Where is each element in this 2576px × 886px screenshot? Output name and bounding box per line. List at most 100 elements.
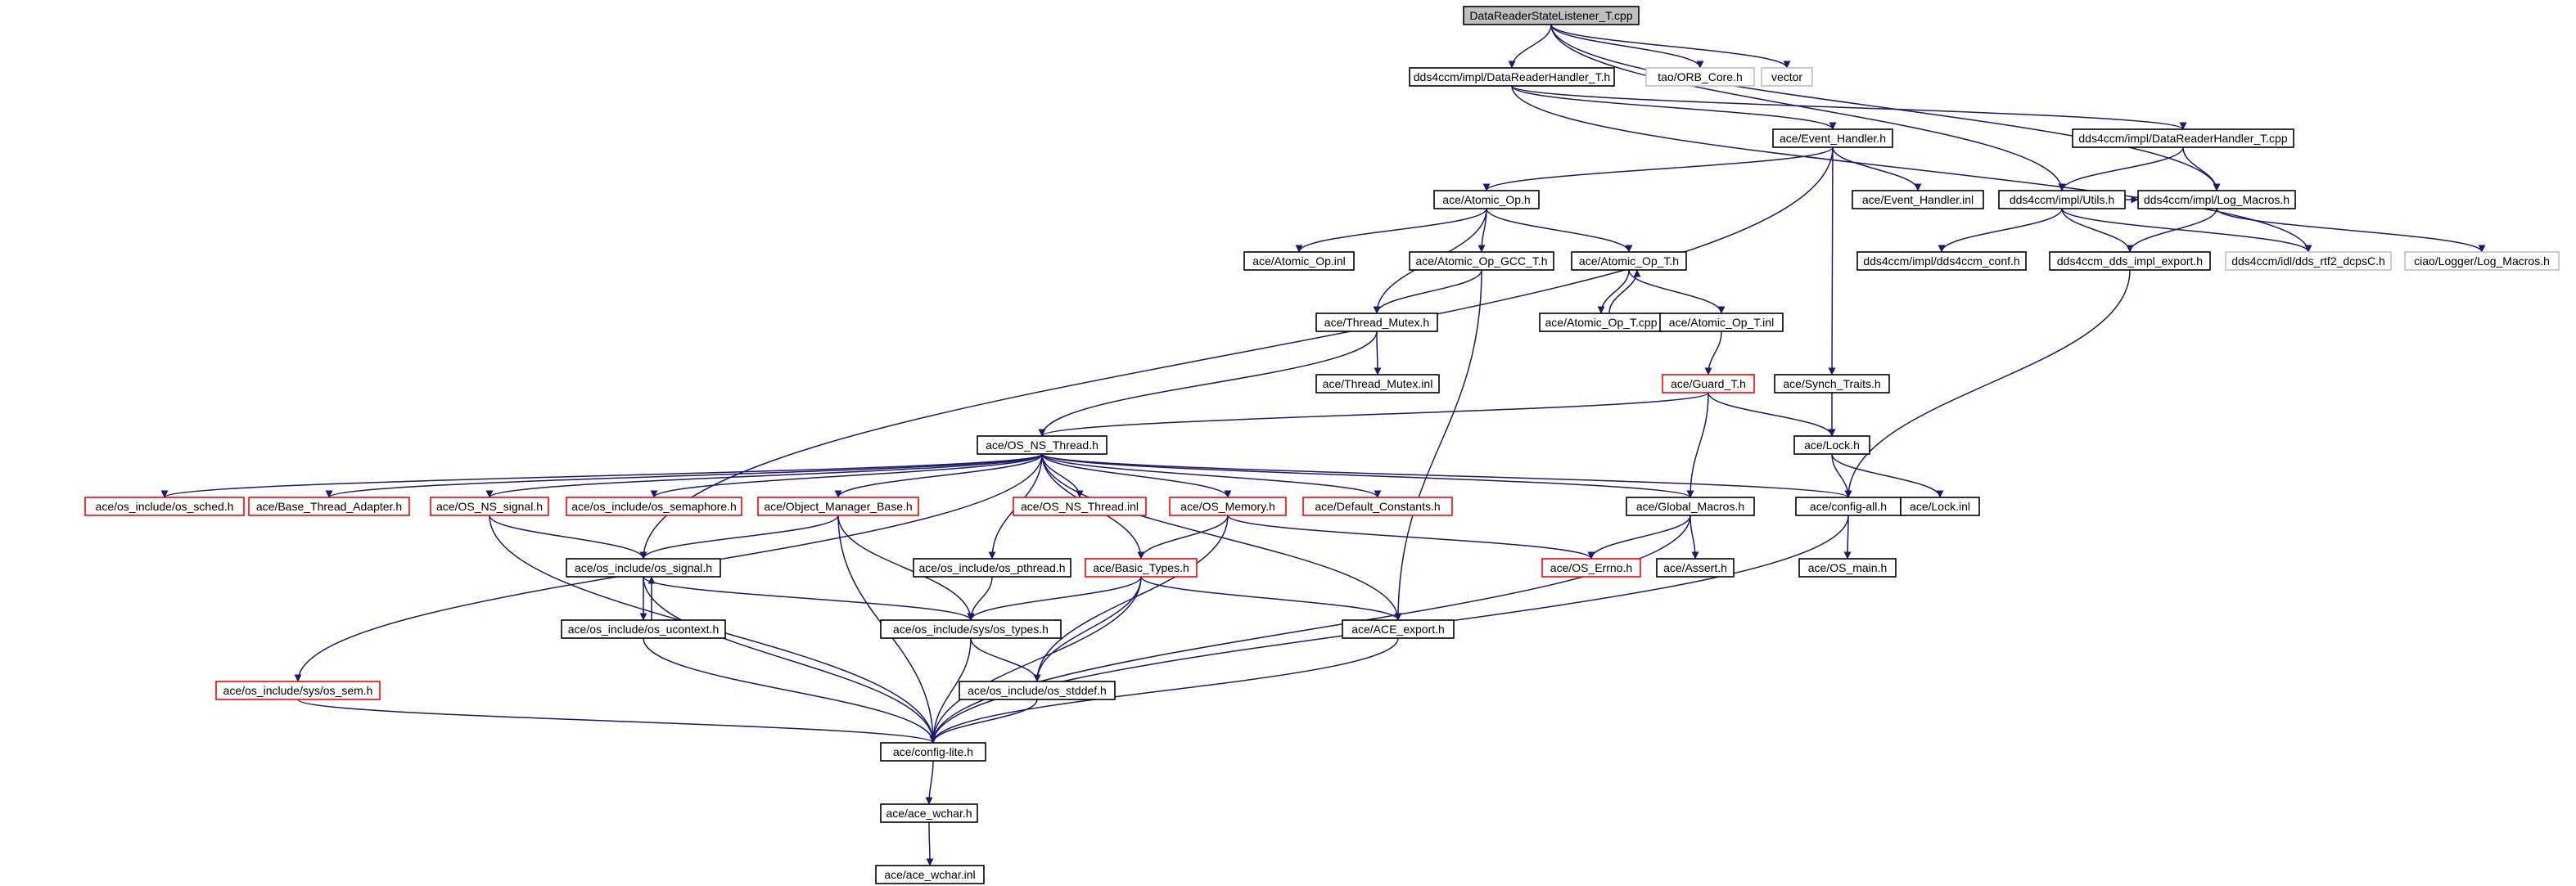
graph-node-ace-config-lite-h[interactable]: ace/config-lite.h xyxy=(880,742,986,762)
graph-node-ace-os-include-os-pthread-h[interactable]: ace/os_include/os_pthread.h xyxy=(913,558,1071,578)
graph-node-ace-os-include-os-sched-h[interactable]: ace/os_include/os_sched.h xyxy=(84,497,245,516)
node-label: ace/Base_Thread_Adapter.h xyxy=(256,500,402,513)
node-box xyxy=(1656,558,1735,578)
node-label: dds4ccm/impl/dds4ccm_conf.h xyxy=(1863,254,2019,268)
graph-node-ace-os-main-h[interactable]: ace/OS_main.h xyxy=(1798,558,1897,578)
graph-node-ace-atomic-op-gcc-t-h[interactable]: ace/Atomic_Op_GCC_T.h xyxy=(1409,251,1554,271)
edge-ace-os-ns-thread-h-to-ace-config-all-h xyxy=(1041,453,1852,498)
node-label: ace/os_include/os_semaphore.h xyxy=(571,500,737,513)
edge-ace-global-macros-h-to-ace-os-errno-h xyxy=(1587,515,1691,560)
node-label: dds4ccm/idl/dds_rtf2_dcpsC.h xyxy=(2231,254,2385,268)
graph-node-datareaderstatelistener-t-cpp[interactable]: DataReaderStateListener_T.cpp xyxy=(1463,6,1640,25)
graph-node-ace-atomic-op-inl[interactable]: ace/Atomic_Op.inl xyxy=(1243,251,1355,271)
edge-ace-thread-mutex-h-to-ace-thread-mutex-inl xyxy=(1374,331,1382,376)
node-label: ace/OS_NS_Thread.inl xyxy=(1021,500,1139,513)
graph-node-ace-os-include-os-stddef-h[interactable]: ace/os_include/os_stddef.h xyxy=(959,681,1116,700)
node-label: ace/Atomic_Op_GCC_T.h xyxy=(1415,254,1547,268)
graph-node-ace-basic-types-h[interactable]: ace/Basic_Types.h xyxy=(1085,558,1198,578)
node-box xyxy=(248,497,410,516)
graph-node-dds4ccm-impl-datareaderhandler-t-cpp[interactable]: dds4ccm/impl/DataReaderHandler_T.cpp xyxy=(2072,128,2294,148)
graph-node-dds4ccm-impl-datareaderhandler-t-h[interactable]: dds4ccm/impl/DataReaderHandler_T.h xyxy=(1409,67,1615,87)
graph-node-ace-os-include-sys-os-sem-h[interactable]: ace/os_include/sys/os_sem.h xyxy=(215,681,381,700)
graph-node-dds4ccm-idl-dds-rtf2-dcpsc-h[interactable]: dds4ccm/idl/dds_rtf2_dcpsC.h xyxy=(2225,251,2392,271)
node-box xyxy=(2137,190,2296,209)
edge-ace-guard-t-h-to-ace-global-macros-h xyxy=(1686,392,1709,498)
graph-node-ciao-logger-log-macros-h[interactable]: ciao/Logger/Log_Macros.h xyxy=(2404,251,2560,271)
edge-ace-guard-t-h-to-ace-os-ns-thread-h xyxy=(1038,392,1709,437)
node-box xyxy=(84,497,245,516)
node-box xyxy=(880,742,986,762)
graph-node-ace-atomic-op-h[interactable]: ace/Atomic_Op.h xyxy=(1433,190,1540,209)
graph-node-ace-os-include-sys-os-types-h[interactable]: ace/os_include/sys/os_types.h xyxy=(880,619,1062,639)
edge-ace-ace-export-h-to-ace-config-lite-h xyxy=(929,637,1399,744)
edge-ace-os-ns-signal-h-to-ace-os-include-os-signal-h xyxy=(489,515,647,560)
graph-node-dds4ccm-impl-dds4ccm-conf-h[interactable]: dds4ccm/impl/dds4ccm_conf.h xyxy=(1856,251,2027,271)
node-label: dds4ccm/impl/DataReaderHandler_T.cpp xyxy=(2078,132,2287,145)
edge-ace-os-ns-thread-h-to-ace-os-ns-signal-h xyxy=(485,453,1043,498)
node-box xyxy=(1662,374,1755,394)
graph-node-ace-lock-h[interactable]: ace/Lock.h xyxy=(1793,435,1870,455)
edge-ace-atomic-op-h-to-ace-atomic-op-t-h xyxy=(1486,208,1633,253)
node-box xyxy=(1571,251,1687,271)
graph-node-ace-os-ns-thread-h[interactable]: ace/OS_NS_Thread.h xyxy=(977,435,1108,455)
graph-node-ace-synch-traits-h[interactable]: ace/Synch_Traits.h xyxy=(1774,374,1890,394)
graph-node-ace-event-handler-inl[interactable]: ace/Event_Handler.inl xyxy=(1852,190,1984,209)
graph-node-vector[interactable]: vector xyxy=(1761,67,1813,87)
graph-node-ace-event-handler-h[interactable]: ace/Event_Handler.h xyxy=(1772,128,1893,148)
node-box xyxy=(1169,497,1287,516)
graph-node-ace-os-include-os-signal-h[interactable]: ace/os_include/os_signal.h xyxy=(566,558,721,578)
node-box xyxy=(880,619,1062,639)
edge-ace-os-include-os-pthread-h-to-ace-os-include-sys-os-types-h xyxy=(967,576,993,621)
graph-node-dds4ccm-dds-impl-export-h[interactable]: dds4ccm_dds_impl_export.h xyxy=(2049,251,2211,271)
graph-node-ace-object-manager-base-h[interactable]: ace/Object_Manager_Base.h xyxy=(757,497,919,516)
node-label: ace/Atomic_Op.h xyxy=(1442,193,1530,206)
graph-node-ace-atomic-op-t-inl[interactable]: ace/Atomic_Op_T.inl xyxy=(1659,313,1784,332)
graph-node-ace-os-memory-h[interactable]: ace/OS_Memory.h xyxy=(1169,497,1287,516)
edge-dds4ccm-impl-log-macros-h-to-dds4ccm-dds-impl-export-h xyxy=(2126,208,2217,253)
graph-node-ace-os-ns-thread-inl[interactable]: ace/OS_NS_Thread.inl xyxy=(1013,497,1147,516)
graph-node-ace-ace-wchar-h[interactable]: ace/ace_wchar.h xyxy=(880,803,978,823)
edge-ace-basic-types-h-to-ace-ace-export-h xyxy=(1140,576,1402,621)
node-layer: DataReaderStateListener_T.cpp dds4ccm/imp… xyxy=(84,6,2560,884)
node-label: ace/Thread_Mutex.h xyxy=(1324,316,1429,329)
graph-node-tao-orb-core-h[interactable]: tao/ORB_Core.h xyxy=(1645,67,1755,87)
graph-node-ace-os-include-os-semaphore-h[interactable]: ace/os_include/os_semaphore.h xyxy=(566,497,742,516)
node-box xyxy=(2404,251,2560,271)
node-box xyxy=(959,681,1116,700)
node-box xyxy=(1798,558,1897,578)
node-label: ace/ace_wchar.h xyxy=(886,807,972,820)
node-label: ace/Atomic_Op_T.inl xyxy=(1669,316,1774,329)
edge-ace-os-ns-thread-h-to-ace-default-constants-h xyxy=(1041,453,1382,498)
graph-node-ace-lock-inl[interactable]: ace/Lock.inl xyxy=(1900,497,1980,516)
graph-node-ace-assert-h[interactable]: ace/Assert.h xyxy=(1656,558,1735,578)
graph-node-ace-os-ns-signal-h[interactable]: ace/OS_NS_signal.h xyxy=(430,497,549,516)
edge-ace-lock-h-to-ace-lock-inl xyxy=(1831,453,1944,498)
graph-node-ace-thread-mutex-inl[interactable]: ace/Thread_Mutex.inl xyxy=(1315,374,1440,394)
graph-node-ace-base-thread-adapter-h[interactable]: ace/Base_Thread_Adapter.h xyxy=(248,497,410,516)
graph-node-ace-thread-mutex-h[interactable]: ace/Thread_Mutex.h xyxy=(1315,313,1438,332)
graph-node-ace-os-include-os-ucontext-h[interactable]: ace/os_include/os_ucontext.h xyxy=(561,619,726,639)
edge-dds4ccm-impl-utils-h-to-dds4ccm-impl-dds4ccm-conf-h xyxy=(1938,208,2063,253)
node-box xyxy=(1772,128,1893,148)
node-label: ace/Basic_Types.h xyxy=(1093,561,1189,574)
node-label: dds4ccm/impl/Log_Macros.h xyxy=(2144,193,2290,206)
graph-node-ace-guard-t-h[interactable]: ace/Guard_T.h xyxy=(1662,374,1755,394)
graph-node-dds4ccm-impl-utils-h[interactable]: dds4ccm/impl/Utils.h xyxy=(1998,190,2126,209)
graph-node-ace-default-constants-h[interactable]: ace/Default_Constants.h xyxy=(1302,497,1453,516)
graph-node-dds4ccm-impl-log-macros-h[interactable]: dds4ccm/impl/Log_Macros.h xyxy=(2137,190,2296,209)
edge-ace-basic-types-h-to-ace-os-include-os-stddef-h xyxy=(1033,576,1142,682)
graph-node-ace-config-all-h[interactable]: ace/config-all.h xyxy=(1795,497,1902,516)
node-box xyxy=(215,681,381,700)
graph-node-ace-ace-export-h[interactable]: ace/ACE_export.h xyxy=(1342,619,1455,639)
graph-node-ace-atomic-op-t-h[interactable]: ace/Atomic_Op_T.h xyxy=(1571,251,1687,271)
graph-node-ace-global-macros-h[interactable]: ace/Global_Macros.h xyxy=(1626,497,1755,516)
node-box xyxy=(1085,558,1198,578)
graph-node-ace-os-errno-h[interactable]: ace/OS_Errno.h xyxy=(1541,558,1641,578)
node-box xyxy=(566,558,721,578)
graph-node-ace-ace-wchar-inl[interactable]: ace/ace_wchar.inl xyxy=(875,865,985,884)
node-box xyxy=(1463,6,1640,25)
edge-dds4ccm-impl-log-macros-h-to-ciao-logger-log-macros-h xyxy=(2216,208,2486,253)
edge-datareaderstatelistener-t-cpp-to-dds4ccm-impl-utils-h xyxy=(1550,24,2066,191)
node-label: ace/Guard_T.h xyxy=(1671,377,1746,390)
graph-node-ace-atomic-op-t-cpp[interactable]: ace/Atomic_Op_T.cpp xyxy=(1539,313,1663,332)
